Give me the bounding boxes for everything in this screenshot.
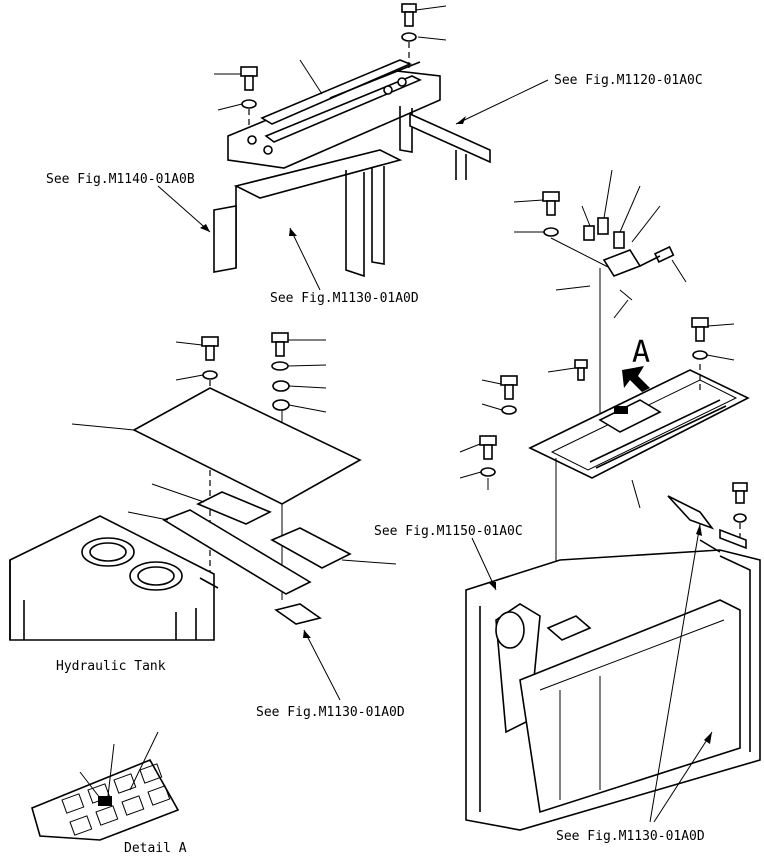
top-bracket-assembly xyxy=(213,3,491,278)
bolt-icon xyxy=(401,3,417,27)
bolt-icon xyxy=(201,336,219,361)
hydraulic-tank xyxy=(9,515,219,641)
washer-icon xyxy=(480,467,496,477)
detail-a-view xyxy=(31,731,180,841)
washer-icon xyxy=(241,99,257,109)
ref-m1150-label: See Fig.M1150-01A0C xyxy=(374,524,523,539)
washer-icon xyxy=(692,350,708,360)
ref-m1130-top-label: See Fig.M1130-01A0D xyxy=(270,291,419,306)
cover-plate-assembly xyxy=(71,332,397,600)
ref-m1130-mid-label: See Fig.M1130-01A0D xyxy=(256,705,405,720)
ref-m1130-bottom-label: See Fig.M1130-01A0D xyxy=(556,829,705,844)
washer-icon xyxy=(272,399,290,411)
ref-m1120-label: See Fig.M1120-01A0C xyxy=(554,73,703,88)
washer-icon xyxy=(401,32,417,42)
bolt-icon xyxy=(691,317,709,342)
bolt-icon xyxy=(479,435,497,460)
washer-icon xyxy=(543,227,559,237)
bolt-icon xyxy=(542,191,560,216)
washer-icon xyxy=(202,370,218,380)
washer-icon xyxy=(272,380,290,392)
view-arrow-icon xyxy=(622,366,650,392)
ref-m1140-label: See Fig.M1140-01A0B xyxy=(46,172,195,187)
view-a-marker: A xyxy=(632,335,650,370)
washer-icon xyxy=(733,513,747,523)
switch-bracket-assembly xyxy=(513,169,687,420)
bolt-icon xyxy=(639,245,675,267)
main-frame xyxy=(465,539,761,831)
washer-icon xyxy=(501,405,517,415)
bolt-icon xyxy=(732,482,748,504)
bolt-icon xyxy=(574,359,588,381)
hydraulic-tank-label: Hydraulic Tank xyxy=(56,659,166,674)
floor-plate-assembly xyxy=(459,317,750,640)
bolt-icon xyxy=(240,66,258,91)
bolt-icon xyxy=(500,375,518,400)
washer-icon xyxy=(271,361,289,371)
detail-a-label: Detail A xyxy=(124,841,187,856)
bolt-icon xyxy=(271,332,289,357)
